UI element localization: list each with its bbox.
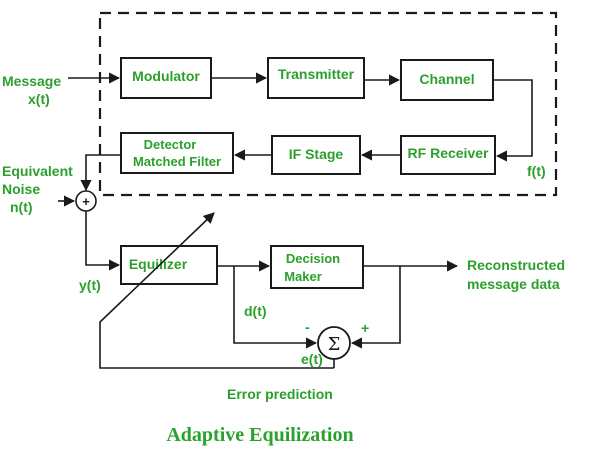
noise-label-line1: Equivalent bbox=[2, 163, 73, 179]
detector-block bbox=[120, 132, 234, 174]
output-to-summer-path bbox=[350, 266, 401, 349]
transmitter-label: Transmitter bbox=[278, 66, 355, 82]
dt-to-summer-path bbox=[233, 266, 318, 349]
message-label: Message bbox=[2, 73, 61, 89]
dt-label: d(t) bbox=[244, 303, 267, 319]
error-prediction-label: Error prediction bbox=[227, 386, 333, 402]
modulator-block bbox=[120, 57, 212, 99]
decision-label-line1: Decision bbox=[286, 251, 340, 266]
summer-minus-label: - bbox=[305, 319, 310, 335]
if-stage-label: IF Stage bbox=[289, 146, 344, 162]
channel-label: Channel bbox=[419, 71, 474, 87]
output-label-line1: Reconstructed bbox=[467, 257, 565, 273]
yt-label: y(t) bbox=[79, 277, 101, 293]
modulator-label: Modulator bbox=[132, 68, 200, 84]
channel-to-rf-receiver-path bbox=[493, 79, 533, 162]
output-label-line2: message data bbox=[467, 276, 560, 292]
message-xt-label: x(t) bbox=[28, 91, 50, 107]
noise-label-line2: Noise bbox=[2, 181, 40, 197]
if-stage-block bbox=[271, 135, 361, 175]
adder-to-equilizer-path bbox=[85, 211, 121, 271]
noise-adder-plus: + bbox=[82, 194, 90, 209]
detector-label-line2: Matched Filter bbox=[133, 154, 221, 169]
noise-label-line3: n(t) bbox=[10, 199, 33, 215]
et-label: e(t) bbox=[301, 351, 323, 367]
summer-plus-label: + bbox=[361, 320, 369, 336]
detector-to-adder-path bbox=[80, 154, 121, 192]
detector-label-line1: Detector bbox=[144, 137, 197, 152]
ft-label: f(t) bbox=[527, 163, 546, 179]
decision-label-line2: Maker bbox=[284, 269, 322, 284]
rf-receiver-label: RF Receiver bbox=[408, 145, 489, 161]
decision-maker-block bbox=[270, 245, 364, 289]
equilizer-block bbox=[120, 245, 218, 285]
diagram-title: Adaptive Equilization bbox=[166, 424, 353, 446]
transmitter-block bbox=[267, 57, 365, 99]
rf-receiver-block bbox=[400, 135, 496, 175]
system-boundary bbox=[98, 11, 558, 197]
adaptation-feedback-path bbox=[99, 212, 296, 369]
sigma-symbol: Σ bbox=[328, 334, 341, 355]
equilizer-label: Equilizer bbox=[129, 256, 188, 272]
